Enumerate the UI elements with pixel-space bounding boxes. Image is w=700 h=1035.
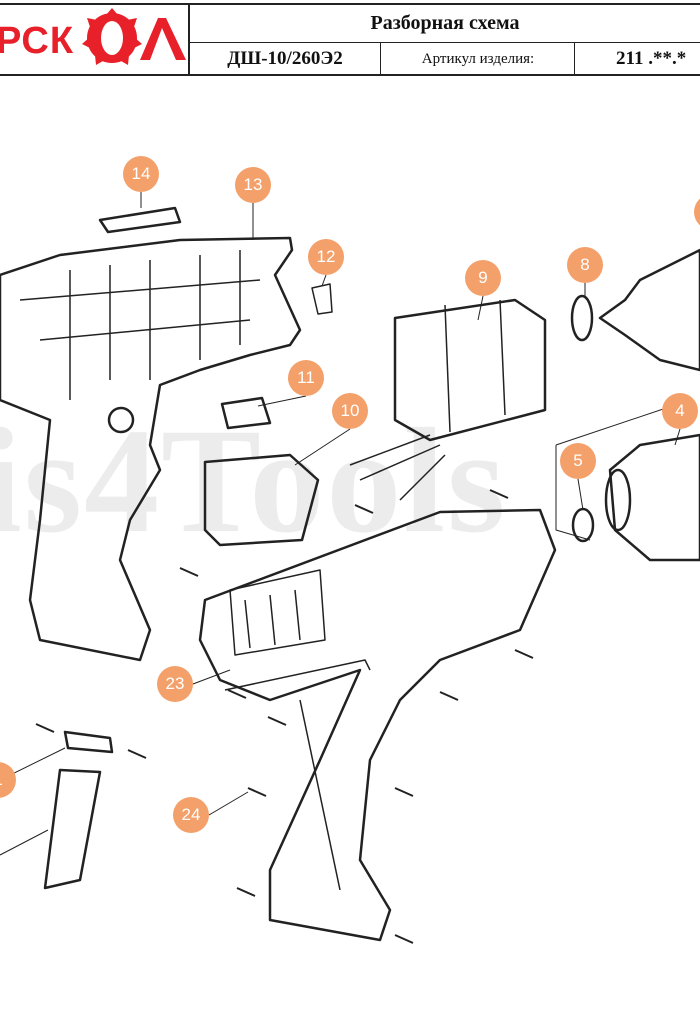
part-1 [63, 730, 114, 754]
svg-text:РСК: РСК [0, 20, 74, 62]
callout-10: 10 [332, 393, 368, 429]
part-9-stator [393, 298, 547, 442]
callout-5: 5 [560, 443, 596, 479]
callout-4: 4 [662, 393, 698, 429]
screws [35, 489, 534, 944]
sawblade-o-icon [82, 8, 142, 65]
part-8-bearing [570, 294, 594, 342]
callout-8: 8 [567, 247, 603, 283]
callout-13: 13 [235, 167, 271, 203]
callout-1: 1 [0, 762, 16, 798]
divider [380, 42, 381, 75]
housing-right-half [198, 508, 557, 942]
part-14 [98, 206, 182, 234]
title-block: РСК Разборная схема ДШ-10/260Э2 Артикул … [0, 0, 700, 76]
callout-23: 23 [157, 666, 193, 702]
part-12 [311, 283, 333, 315]
callout-partial [694, 194, 700, 230]
callout-layer: 14 13 12 9 8 11 10 4 5 23 1 24 [0, 76, 700, 1035]
divider [190, 42, 700, 43]
document-title: Разборная схема [370, 11, 520, 34]
rotor [598, 248, 700, 372]
article-value: 211 .**.* [616, 48, 687, 69]
callout-9: 9 [465, 260, 501, 296]
callout-12: 12 [308, 239, 344, 275]
housing-left-half [0, 236, 302, 662]
part-11 [220, 396, 272, 430]
divider [574, 42, 575, 75]
article-label: Артикул изделия: [421, 50, 535, 67]
divider [188, 3, 190, 75]
brand-logo: РСК [0, 8, 186, 65]
model-number: ДШ-10/260Э2 [227, 48, 343, 69]
divider [0, 74, 700, 76]
callout-14: 14 [123, 156, 159, 192]
part-10 [203, 453, 320, 547]
divider [0, 3, 700, 5]
callout-11: 11 [288, 360, 324, 396]
callout-24: 24 [173, 797, 209, 833]
